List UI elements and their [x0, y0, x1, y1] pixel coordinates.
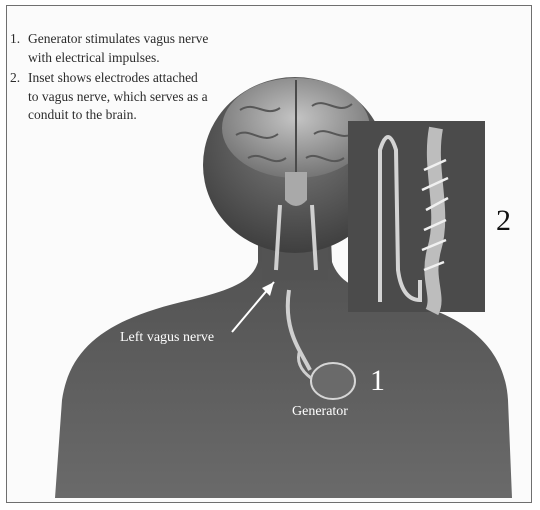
note-item: 1. Generator stimulates vagus nerve with…: [10, 30, 210, 67]
instruction-notes: 1. Generator stimulates vagus nerve with…: [10, 30, 210, 127]
brain-stem: [285, 172, 307, 206]
generator-marker: 1: [370, 364, 385, 398]
note-item: 2. Inset shows electrodes attached to va…: [10, 69, 210, 125]
note-text: Inset shows electrodes attached to vagus…: [28, 70, 208, 122]
note-number: 2.: [10, 69, 20, 88]
generator-device: [311, 363, 355, 399]
note-number: 1.: [10, 30, 20, 49]
brain: [222, 78, 370, 178]
nerve-label: Left vagus nerve: [120, 330, 214, 346]
inset-marker: 2: [496, 204, 511, 238]
vagus-nerve-fiber: [431, 128, 438, 312]
note-text: Generator stimulates vagus nerve with el…: [28, 31, 208, 65]
generator-label: Generator: [292, 404, 348, 420]
electrode-inset: [348, 121, 485, 312]
